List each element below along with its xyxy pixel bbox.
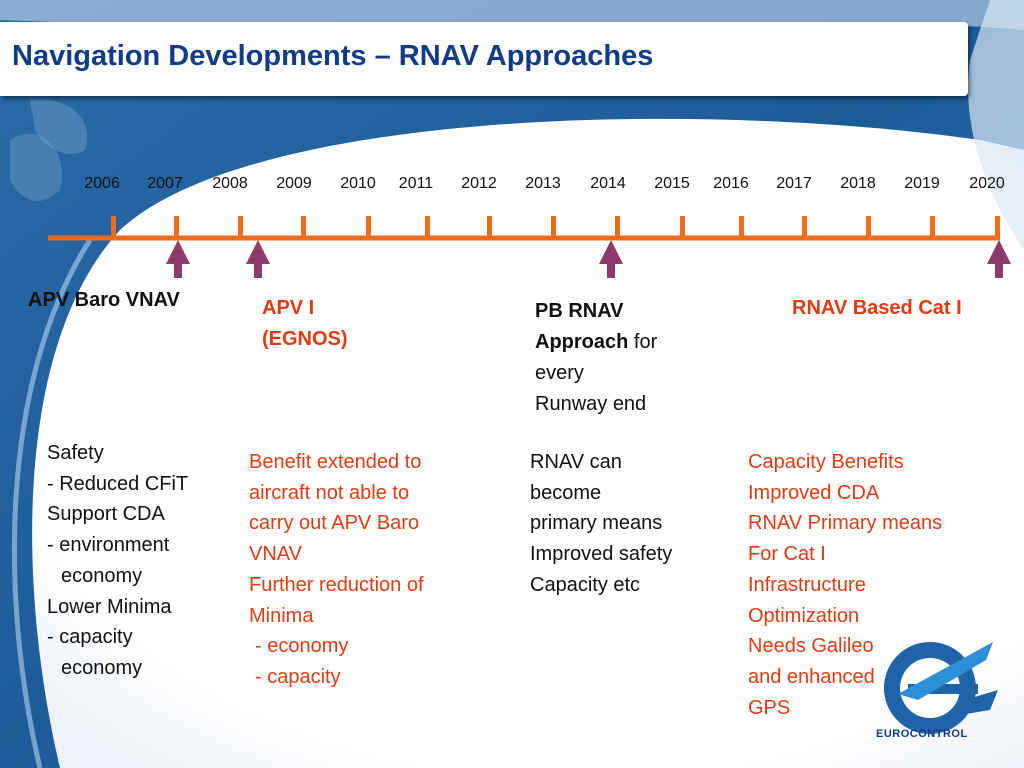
tick-2010 [366, 216, 371, 238]
benefit-line: Support CDA [47, 503, 165, 526]
year-label-2006: 2006 [84, 175, 120, 192]
milestone-pb-rnav-line2: Approach for [535, 327, 657, 358]
milestone-apv-i-line1: APV I [262, 297, 315, 319]
tick-2006 [111, 216, 116, 238]
benefit-line: and enhanced [748, 665, 875, 688]
milestone-pb-rnav-line3: every [535, 362, 584, 384]
benefits-apv-baro: Safety - Reduced CFiT Support CDA - envi… [47, 438, 188, 684]
year-label-2019: 2019 [904, 175, 940, 192]
benefit-line: - capacity [255, 665, 341, 688]
benefit-line: carry out APV Baro [249, 512, 420, 535]
benefit-line: GPS [748, 696, 791, 719]
eurocontrol-logo-text: EUROCONTROL [876, 728, 968, 740]
year-label-2013: 2013 [525, 175, 561, 192]
eurocontrol-logo [884, 642, 998, 734]
benefits-rnav-cat-i: Capacity Benefits Improved CDA RNAV Prim… [748, 447, 942, 723]
year-label-2015: 2015 [654, 175, 690, 192]
tick-2008 [238, 216, 243, 238]
milestone-pb-rnav-line4: Runway end [535, 393, 647, 415]
benefit-line: economy [61, 656, 143, 679]
tick-2017 [802, 216, 807, 238]
benefit-line: RNAV can [530, 451, 622, 473]
benefit-line: RNAV Primary means [748, 512, 943, 535]
benefit-line: - capacity [47, 626, 133, 649]
benefit-line: become [530, 481, 602, 504]
benefit-line: Capacity etc [530, 573, 641, 596]
benefit-line: Further reduction of [249, 573, 424, 596]
marker-arrow-2014 [599, 240, 623, 278]
benefit-line: - environment [47, 534, 170, 557]
year-label-2017: 2017 [776, 175, 812, 192]
milestone-apv-i-line2: (EGNOS) [262, 328, 348, 350]
tick-2020 [995, 216, 1000, 238]
year-label-2020: 2020 [969, 175, 1005, 192]
milestone-pb-rnav-for: for [628, 331, 658, 353]
benefit-line: economy [61, 564, 143, 587]
benefits-apv-i: Benefit extended to aircraft not able to… [249, 447, 424, 693]
tick-2014 [615, 216, 620, 238]
tick-2012 [487, 216, 492, 238]
year-label-2008: 2008 [212, 175, 248, 192]
tick-2015 [680, 216, 685, 238]
year-label-2018: 2018 [840, 175, 876, 192]
year-label-2007: 2007 [147, 175, 183, 192]
marker-arrow-2008 [246, 240, 270, 278]
benefit-line: - economy [255, 635, 349, 658]
milestone-apv-baro: APV Baro VNAV [28, 289, 180, 311]
benefit-line: Capacity Benefits [748, 451, 904, 473]
benefit-line: Lower Minima [47, 595, 172, 618]
tick-2013 [551, 216, 556, 238]
year-label-2011: 2011 [398, 175, 434, 192]
benefit-line: Needs Galileo [748, 635, 874, 658]
marker-arrow-2020 [987, 240, 1011, 278]
year-label-2012: 2012 [461, 175, 497, 192]
milestone-pb-rnav: PB RNAV Approach for every Runway end [535, 296, 657, 420]
tick-2019 [930, 216, 935, 238]
benefits-pb-rnav: RNAV can become primary means Improved s… [530, 447, 672, 601]
tick-2007 [174, 216, 179, 238]
timeline [48, 216, 1011, 278]
benefit-line: Benefit extended to [249, 451, 422, 473]
year-label-2014: 2014 [590, 175, 626, 192]
benefit-line: Safety [47, 442, 104, 464]
benefit-line: VNAV [249, 543, 302, 566]
benefit-line: Infrastructure [748, 573, 866, 596]
tick-2018 [866, 216, 871, 238]
milestone-pb-rnav-approach: Approach [535, 331, 629, 353]
milestone-apv-i: APV I (EGNOS) [262, 293, 348, 355]
benefit-line: Minima [249, 604, 314, 627]
benefit-line: aircraft not able to [249, 481, 410, 504]
benefit-line: - Reduced CFiT [47, 472, 189, 495]
title-bar [0, 22, 968, 96]
tick-2016 [739, 216, 744, 238]
year-label-2016: 2016 [713, 175, 749, 192]
milestone-rnav-cat-i: RNAV Based Cat I [792, 297, 962, 319]
marker-arrow-2007 [166, 240, 190, 278]
tick-2009 [301, 216, 306, 238]
milestone-pb-rnav-line1: PB RNAV [535, 300, 624, 322]
benefit-line: Improved CDA [748, 481, 880, 504]
year-label-2010: 2010 [340, 175, 376, 192]
benefit-line: primary means [530, 512, 663, 535]
tick-2011 [425, 216, 430, 238]
year-label-2009: 2009 [276, 175, 312, 192]
benefit-line: Optimization [748, 604, 860, 627]
benefit-line: For Cat I [748, 543, 826, 566]
page-title: Navigation Developments – RNAV Approache… [12, 40, 654, 72]
benefit-line: Improved safety [530, 543, 673, 566]
